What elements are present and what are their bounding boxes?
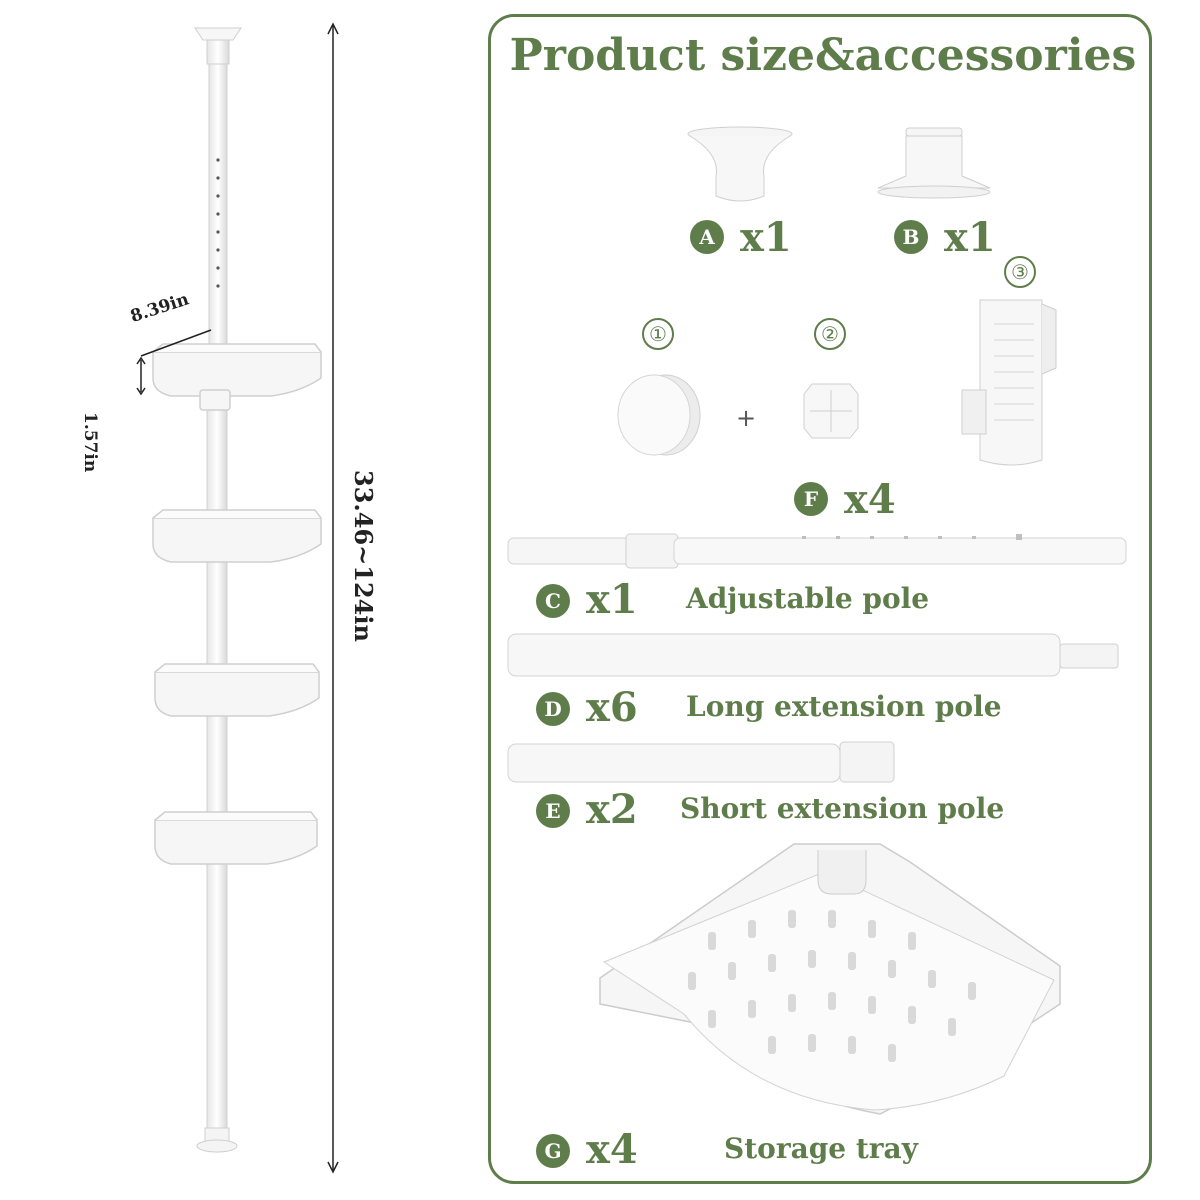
part-d-label: Long extension pole <box>686 690 1002 723</box>
height-range-label: 33.46~124in <box>349 470 378 642</box>
tray-2 <box>152 509 322 563</box>
accessories-panel <box>488 14 1152 1184</box>
short-extension-pole-illustration <box>507 741 895 783</box>
part-d-badge: D <box>536 692 570 726</box>
part-c-label: Adjustable pole <box>686 582 930 615</box>
part-e-badge: E <box>536 794 570 828</box>
part-g-badge: G <box>536 1134 570 1168</box>
tray-1 <box>152 343 322 411</box>
sub-part-1-number: ① <box>642 318 674 350</box>
page-title: Product size&accessories <box>509 30 1137 81</box>
part-a-cap-icon <box>687 126 793 202</box>
assembled-shelf-illustration <box>136 22 339 1174</box>
part-c-qty: x1 <box>586 576 638 623</box>
plus-sign: + <box>736 404 757 432</box>
part-e-label: Short extension pole <box>680 792 1005 825</box>
sub-part-3-number: ③ <box>1004 256 1036 288</box>
part-g-qty: x4 <box>586 1126 638 1173</box>
part-a-badge: A <box>690 220 724 254</box>
part-c-badge: C <box>536 584 570 618</box>
part-f-badge: F <box>794 482 828 516</box>
part-e-qty: x2 <box>586 786 638 833</box>
part-f-qty: x4 <box>844 476 896 523</box>
storage-tray-illustration <box>599 843 1061 1115</box>
part-b-base-icon <box>877 127 991 199</box>
part-g-label: Storage tray <box>724 1132 918 1165</box>
sub-part-1-knob-icon <box>617 374 701 456</box>
part-b-qty: x1 <box>944 214 996 261</box>
sub-part-3-bracket-icon <box>961 299 1057 466</box>
part-b-badge: B <box>894 220 928 254</box>
tray-4 <box>154 811 318 865</box>
tray-3 <box>154 663 320 717</box>
sub-part-2-number: ② <box>814 318 846 350</box>
tray-depth-label: 1.57in <box>80 412 100 473</box>
adjustable-pole-illustration <box>507 533 1127 569</box>
sub-part-2-connector-icon <box>803 383 859 439</box>
part-a-qty: x1 <box>740 214 792 261</box>
long-extension-pole-illustration <box>507 633 1119 677</box>
part-d-qty: x6 <box>586 684 638 731</box>
